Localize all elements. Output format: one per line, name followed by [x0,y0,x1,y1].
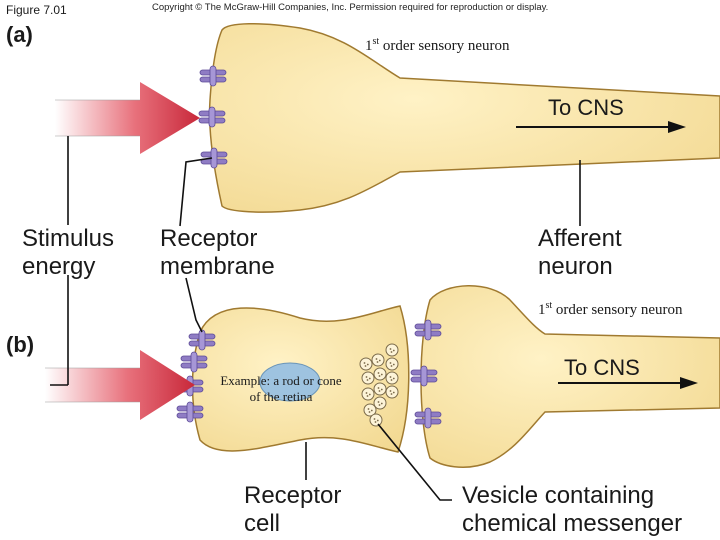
neuron-channels-b [410,319,442,429]
stimulus-arrow-b [45,350,195,420]
to-cns-label-a: To CNS [548,95,624,120]
panel-label-b: (b) [6,332,35,357]
example-caption: Example: a rod or cone of the retina [220,373,342,404]
receptor-cell-label: Receptor cell [244,482,342,537]
to-cns-label-b: To CNS [564,355,640,380]
afferent-neuron-a [208,23,720,213]
receptor-membrane-label: Receptor membrane [160,225,275,280]
to-cns-arrow-a [516,121,686,133]
stimulus-energy-label: Stimulus energy [22,225,115,280]
neuron-caption-a: 1st order sensory neuron [365,36,510,54]
afferent-neuron-label: Afferent neuron [538,225,622,280]
panel-label-a: (a) [6,22,33,47]
copyright-notice: Copyright © The McGraw-Hill Companies, I… [152,2,549,13]
afferent-neuron-b [420,285,720,468]
vesicle-label: Vesicle containing chemical messenger [462,482,683,537]
to-cns-arrow-b [558,377,698,389]
neuron-caption-b: 1st order sensory neuron [538,300,683,318]
nucleus [259,362,321,402]
figure-id: Figure 7.01 [6,3,67,17]
stimulus-arrow-a [55,82,200,154]
leader-lines [50,136,581,501]
